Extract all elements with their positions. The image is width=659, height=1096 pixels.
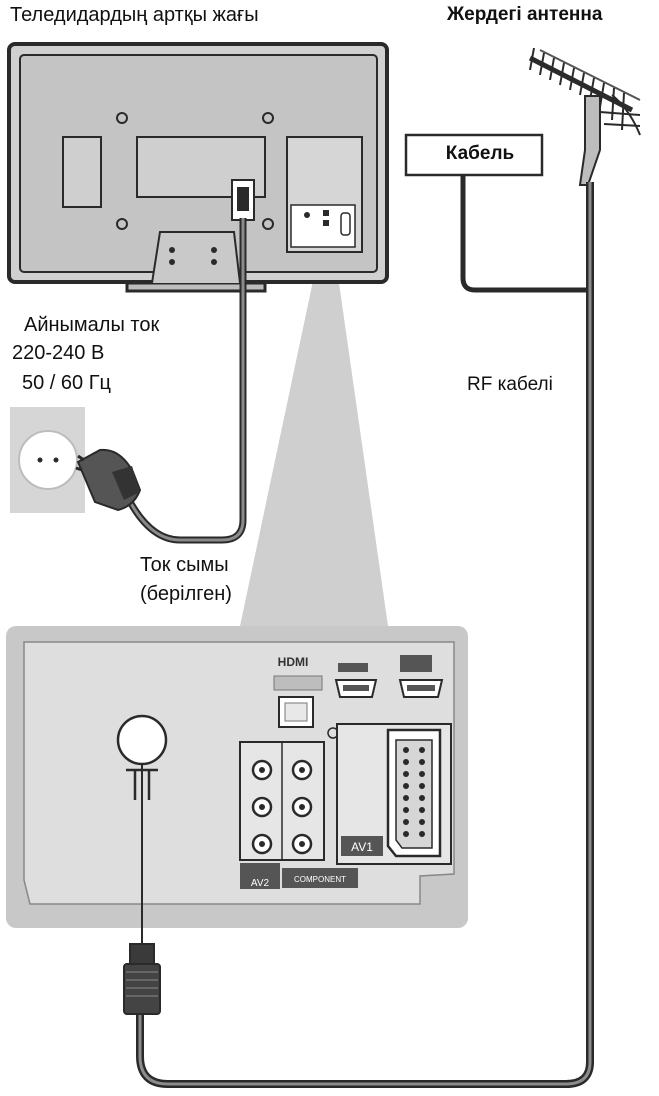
hdmi-logo-text: HDMI [278, 655, 309, 669]
tv-back-title: Теледидардың артқы жағы [10, 4, 259, 26]
rf-cable-label: RF кабелі [467, 374, 553, 395]
ac-voltage-label: Айнымалы ток [24, 314, 160, 336]
scart-connector-icon [386, 728, 442, 858]
optical-audio-port [273, 675, 339, 739]
av2-label: AV2 [251, 878, 270, 889]
zoom-projection [240, 262, 388, 626]
hdmi-logo [266, 655, 320, 667]
tv-back-illustration [7, 42, 389, 293]
cable-box [404, 133, 544, 177]
rf-cable [136, 182, 594, 1088]
power-cord [124, 218, 247, 544]
hdmi-port-icon [334, 655, 444, 698]
aerial-terminal-icon [116, 714, 168, 800]
plug-icon [75, 448, 142, 512]
rf-connector-icon [123, 764, 161, 1015]
ac-frequency: 50 / 60 Гц [22, 372, 112, 394]
power-cord-supplied: (берілген) [140, 583, 232, 605]
ac-voltage-range: 220-240 В [12, 342, 105, 364]
rca-jack-icon [251, 759, 313, 855]
cable-box-label: Кабель [445, 143, 515, 164]
power-cord-label: Ток сымы [140, 554, 229, 576]
av2-component-block [239, 741, 358, 889]
component-label: COMPONENT [294, 875, 346, 884]
wall-socket-icon [10, 407, 85, 513]
cable-line [460, 174, 588, 293]
terminal-panel [6, 626, 468, 928]
antenna-icon [528, 47, 641, 186]
av1-scart-block [336, 723, 452, 865]
av1-label: AV1 [351, 840, 373, 854]
antenna-title: Жердегі антенна [447, 4, 603, 25]
